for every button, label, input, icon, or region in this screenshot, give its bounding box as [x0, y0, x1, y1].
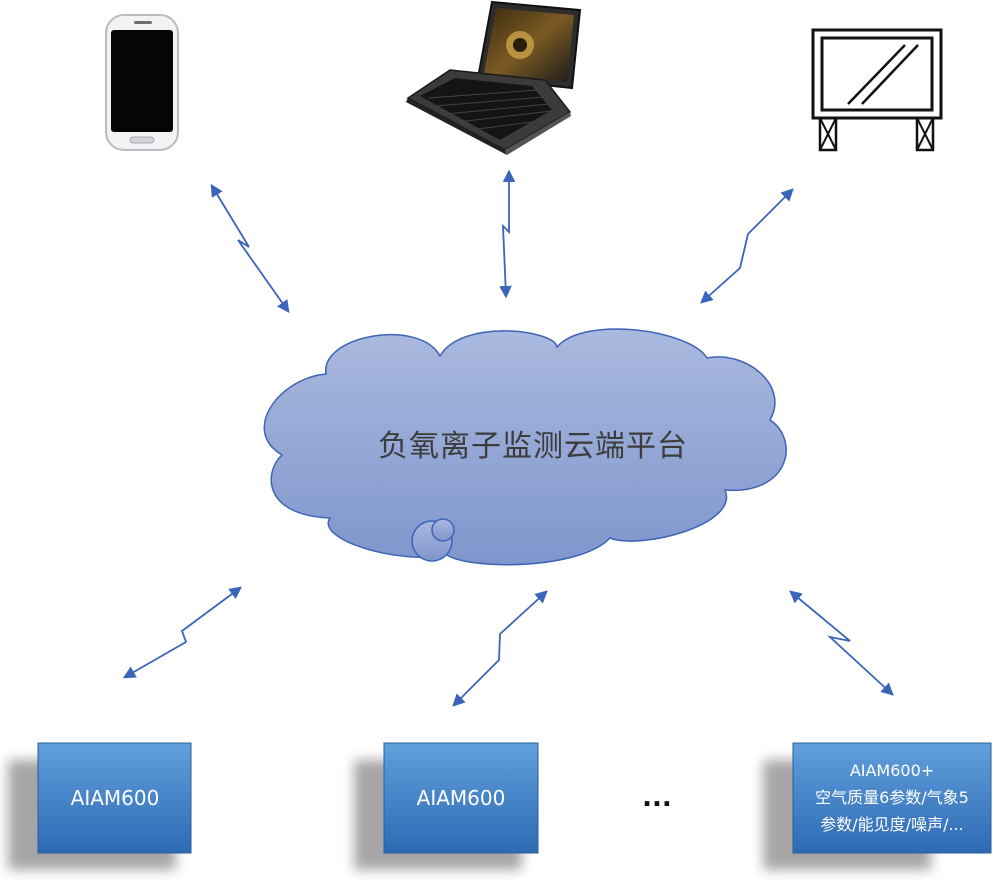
link-cloud-station-1: [122, 586, 243, 679]
station-label: AIAM600: [417, 786, 506, 810]
link-cloud-station-2: [452, 590, 548, 707]
station-label: AIAM600+: [850, 761, 934, 780]
station-box-3: AIAM600+ 空气质量6参数/气象5 参数/能见度/噪声/...: [763, 742, 992, 870]
station-label: AIAM600: [71, 786, 160, 810]
station-box-2: AIAM600: [354, 742, 539, 870]
link-laptop-cloud: [499, 169, 516, 299]
tablet-laptop-icon: [406, 0, 582, 155]
smartphone-icon: [105, 14, 179, 151]
display-screen-icon: [811, 28, 943, 152]
station-box-1: AIAM600: [8, 742, 192, 870]
station-params-line-2: 参数/能见度/噪声/...: [820, 815, 963, 834]
link-cloud-station-3: [789, 590, 894, 696]
more-stations-ellipsis: ...: [642, 783, 672, 813]
cloud-platform: 负氧离子监测云端平台: [263, 328, 787, 566]
link-screen-cloud: [700, 188, 794, 304]
station-params-line-1: 空气质量6参数/气象5: [815, 788, 969, 807]
cloud-platform-label: 负氧离子监测云端平台: [378, 429, 688, 464]
link-phone-cloud: [210, 183, 290, 314]
